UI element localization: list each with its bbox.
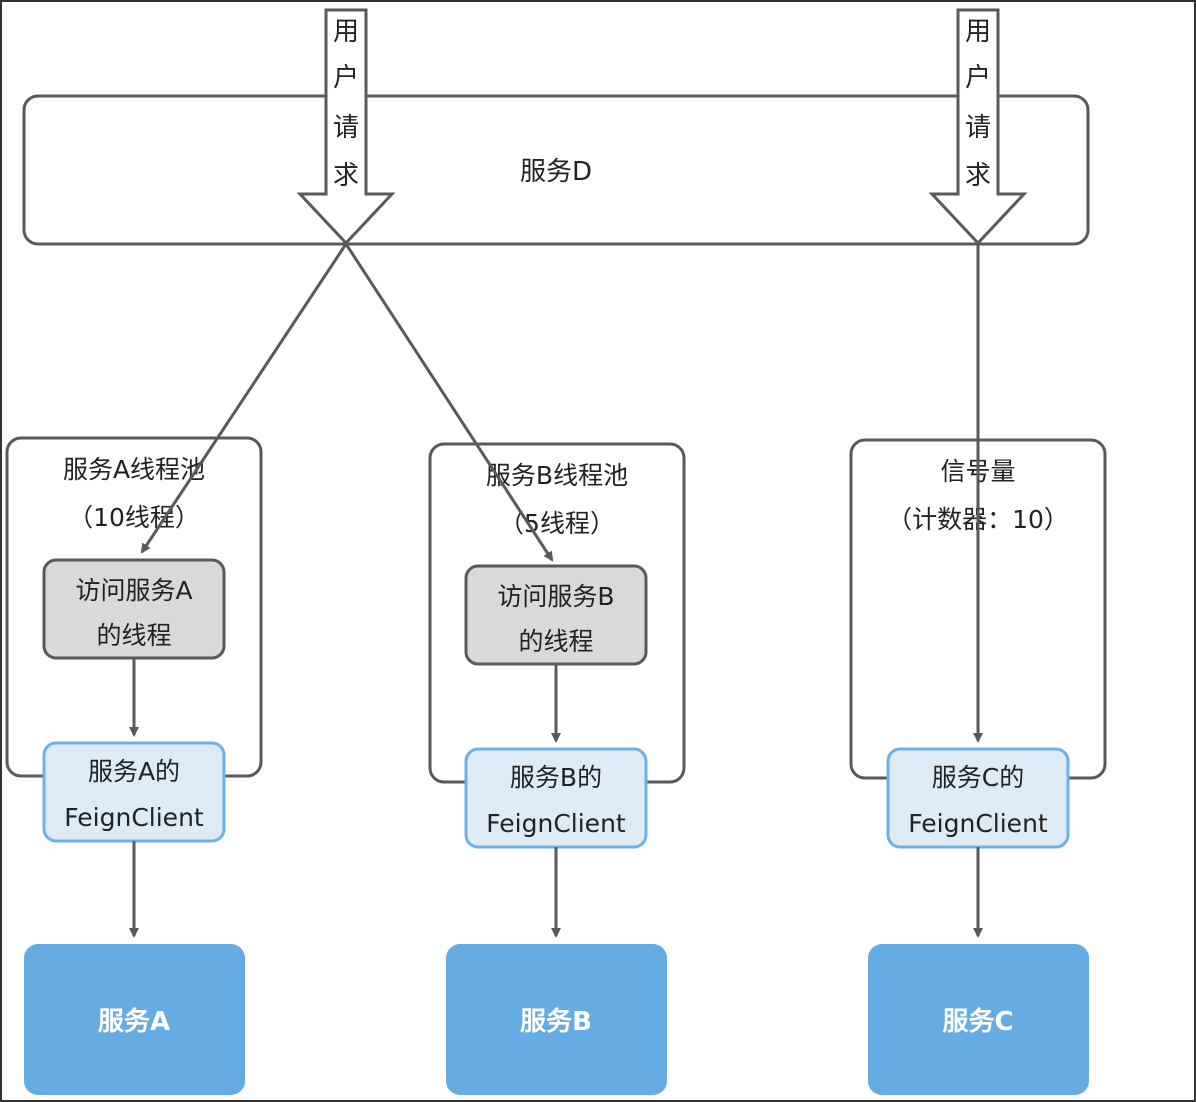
service-a-box: 服务A bbox=[24, 944, 245, 1095]
thread-b-line2: 的线程 bbox=[518, 627, 593, 656]
feign-b-box: 服务B的 FeignClient bbox=[464, 747, 648, 849]
user-request-2-char-4: 求 bbox=[965, 161, 991, 191]
feign-b-line2: FeignClient bbox=[486, 809, 626, 838]
user-request-1-char-1: 用 bbox=[333, 17, 359, 47]
thread-b-line1: 访问服务B bbox=[497, 582, 614, 611]
feign-c-line2: FeignClient bbox=[908, 809, 1048, 838]
user-request-2-char-1: 用 bbox=[965, 17, 991, 47]
service-a-label: 服务A bbox=[98, 1007, 170, 1037]
thread-a-line2: 的线程 bbox=[96, 621, 171, 650]
thread-a-box: 访问服务A 的线程 bbox=[42, 558, 226, 660]
user-request-1-char-2: 户 bbox=[333, 63, 359, 93]
feign-c-line1: 服务C的 bbox=[932, 763, 1024, 792]
feign-a-box: 服务A的 FeignClient bbox=[42, 741, 226, 843]
service-d-label: 服务D bbox=[520, 157, 592, 187]
service-d-box: 服务D bbox=[22, 94, 1090, 246]
user-request-arrow-2: 用 户 请 求 bbox=[928, 8, 1028, 246]
arrow-to-thread-a bbox=[140, 243, 348, 554]
user-request-1-char-3: 请 bbox=[333, 113, 359, 143]
service-c-box: 服务C bbox=[868, 944, 1089, 1095]
pool-b-subtitle: （5线程） bbox=[499, 509, 615, 538]
user-request-2-char-3: 请 bbox=[965, 113, 991, 143]
user-request-2-char-2: 户 bbox=[965, 63, 991, 93]
user-request-1-char-4: 求 bbox=[333, 161, 359, 191]
feign-b-line1: 服务B的 bbox=[510, 763, 602, 792]
service-b-label: 服务B bbox=[520, 1007, 592, 1037]
pool-a-title: 服务A线程池 bbox=[63, 455, 205, 484]
pool-a-subtitle: （10线程） bbox=[68, 503, 200, 532]
user-request-arrow-1: 用 户 请 求 bbox=[296, 8, 396, 246]
arrow-to-thread-b bbox=[344, 243, 554, 562]
pool-b-title: 服务B线程池 bbox=[486, 461, 628, 490]
feign-a-line1: 服务A的 bbox=[88, 757, 180, 786]
thread-b-box: 访问服务B 的线程 bbox=[464, 564, 648, 666]
thread-a-line1: 访问服务A bbox=[75, 576, 192, 605]
service-b-box: 服务B bbox=[446, 944, 667, 1095]
feign-a-line2: FeignClient bbox=[64, 803, 204, 832]
feign-c-box: 服务C的 FeignClient bbox=[886, 747, 1070, 849]
service-c-label: 服务C bbox=[942, 1007, 1013, 1037]
